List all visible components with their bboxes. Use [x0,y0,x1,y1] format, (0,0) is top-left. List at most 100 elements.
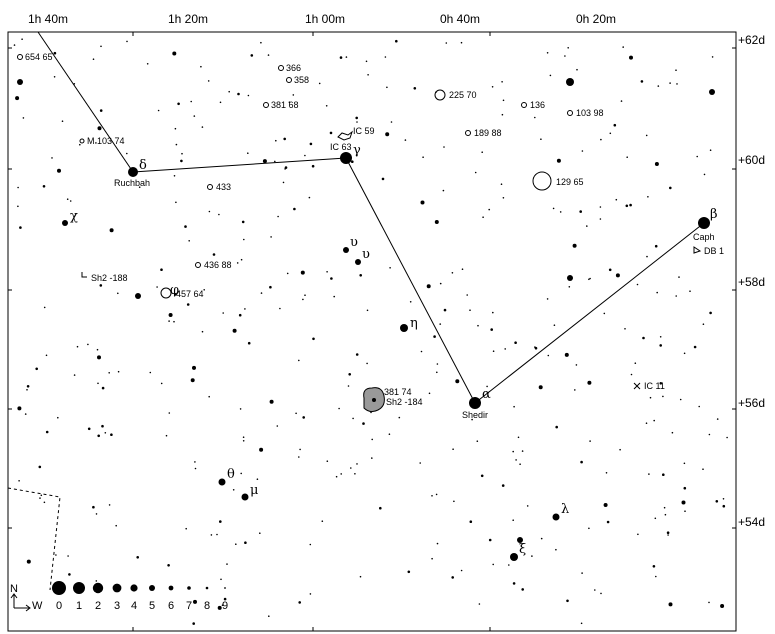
background-star [609,132,612,135]
cluster-457[interactable] [160,287,172,299]
cluster-189[interactable] [465,130,471,136]
magnitude-label-3: 3 [114,600,120,612]
background-star [492,563,495,566]
star-xi[interactable] [510,553,518,561]
star-caph[interactable] [698,217,710,229]
background-star [318,82,321,85]
background-star [599,218,602,220]
cluster-136[interactable] [521,102,527,108]
background-star [526,505,529,507]
background-star [501,484,505,487]
magnitude-dot-0 [52,581,66,595]
star-upsilon2[interactable] [355,259,361,265]
background-star [586,225,588,227]
cluster-381-68[interactable] [263,102,269,108]
background-star [276,425,279,427]
dso-label-654: 654 65 [25,52,53,62]
background-star [174,127,177,130]
cluster-358[interactable] [286,77,292,83]
background-star [126,152,128,155]
label-eta: η [410,316,418,331]
background-star [552,207,555,210]
background-star [559,211,562,213]
background-star [555,425,558,429]
background-star [149,371,152,374]
background-star [420,350,423,353]
cluster-366[interactable] [278,65,284,71]
star-upsilon1[interactable] [343,247,349,253]
cluster-m103[interactable] [79,138,85,144]
cluster-654[interactable] [17,54,23,60]
background-star [39,497,41,499]
nebula-ic59-ic63[interactable] [337,130,353,141]
dso-label-129: 129 65 [556,177,584,187]
cluster-433[interactable] [207,184,213,190]
background-star [662,473,665,477]
background-star [469,520,473,523]
background-star [546,52,549,54]
nebula-ic11[interactable] [633,382,641,390]
background-star [371,438,374,441]
magnitude-label-0: 0 [56,600,62,612]
background-star [26,385,30,388]
background-star [662,395,664,398]
background-star [708,433,711,436]
background-star [247,152,249,154]
cluster-129[interactable] [532,171,552,191]
star-mu[interactable] [241,493,249,501]
star-shedir[interactable] [469,397,481,409]
background-star [413,87,417,90]
star-sh2-center[interactable] [372,398,376,402]
cluster-225[interactable] [434,89,446,101]
background-star [634,362,637,365]
star-bright-3[interactable] [709,89,715,95]
chart-frame [7,31,737,632]
star-gamma[interactable] [340,152,352,164]
background-star [42,185,46,188]
background-star [575,364,578,366]
background-star [188,240,190,242]
background-star [92,505,95,509]
nebula-sh2-188[interactable] [81,272,87,278]
background-star [478,603,481,605]
star-xi-2[interactable] [517,537,523,543]
background-star [286,272,289,275]
background-star [352,417,354,420]
cluster-436[interactable] [195,262,201,268]
background-star [556,158,561,163]
background-star [629,203,632,207]
star-ruchbah[interactable] [128,167,138,177]
background-star [168,320,170,322]
dso-label-457: 457 64 [176,289,204,299]
background-star [715,500,719,503]
background-star [339,56,343,59]
star-bright-5[interactable] [135,293,141,299]
star-bright-1[interactable] [566,78,574,86]
star-bright-2[interactable] [17,79,23,85]
background-star [24,413,27,415]
background-star [218,213,220,216]
background-star [38,465,42,469]
background-star [321,520,324,522]
cluster-103[interactable] [567,110,573,116]
background-star [302,298,304,301]
background-star [190,378,195,383]
background-star [546,298,549,300]
star-theta[interactable] [218,478,226,486]
background-star [304,154,306,157]
background-star [420,200,425,205]
star-lambda[interactable] [552,513,560,521]
background-star [521,588,524,591]
nebula-db1[interactable] [693,246,702,254]
dso-label-136: 136 [530,100,545,110]
star-bright-4[interactable] [567,275,573,281]
background-star [104,432,107,434]
background-star [469,309,471,312]
background-star [354,473,356,475]
background-star [298,456,300,458]
background-star [580,460,583,464]
background-star [622,46,624,48]
star-eta[interactable] [400,324,408,332]
background-star [167,564,170,567]
star-chi[interactable] [62,220,68,226]
